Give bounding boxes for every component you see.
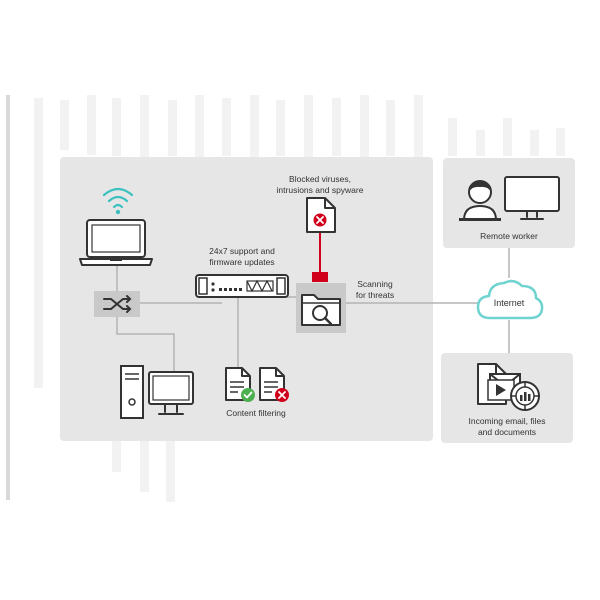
background-stripe <box>250 95 259 157</box>
background-stripe <box>503 118 512 156</box>
background-stripe <box>360 95 369 157</box>
background-stripe <box>414 95 423 157</box>
blocked-label-line-2: intrusions and spyware <box>276 185 364 195</box>
incoming-label-line-2: and documents <box>477 427 537 437</box>
background-stripe <box>222 98 231 156</box>
background-stripe <box>60 100 69 150</box>
background-stripe <box>476 130 485 156</box>
user-avatar-icon <box>459 180 501 221</box>
network-switch-icon <box>94 291 140 317</box>
background-stripe <box>166 440 175 502</box>
approved-document-icon <box>225 367 255 402</box>
support-label: 24x7 support and firmware updates <box>190 246 294 268</box>
background-stripe <box>448 118 457 156</box>
blocked-connector-block <box>312 272 328 282</box>
background-stripe <box>140 95 149 157</box>
background-stripe <box>168 100 177 156</box>
incoming-label: Incoming email, files and documents <box>446 416 568 438</box>
blocked-file-icon <box>306 197 336 233</box>
rejected-document-icon <box>259 367 289 402</box>
incoming-label-line-1: Incoming email, files <box>468 416 546 426</box>
monitor-icon <box>504 176 560 220</box>
internet-label: Internet <box>493 298 525 308</box>
desktop-computer-icon <box>120 365 194 419</box>
scanning-folder-icon <box>296 283 346 333</box>
blocked-label: Blocked viruses, intrusions and spyware <box>262 174 378 196</box>
blocked-label-line-1: Blocked viruses, <box>289 174 351 184</box>
background-stripe <box>195 95 204 157</box>
scanning-label-line-2: for threats <box>355 290 395 300</box>
firewall-appliance-icon <box>195 274 289 298</box>
background-stripe <box>87 95 96 155</box>
remote-worker-label: Remote worker <box>480 231 538 241</box>
scanning-label-line-1: Scanning <box>357 279 393 289</box>
support-label-line-1: 24x7 support and <box>209 246 275 256</box>
background-stripe <box>140 440 149 492</box>
line-switch-desktop <box>116 315 175 372</box>
background-stripe <box>556 128 565 156</box>
support-label-line-2: firmware updates <box>209 257 275 267</box>
background-stripe <box>112 440 121 472</box>
content-filtering-label: Content filtering <box>226 408 286 418</box>
cloud-icon <box>476 279 544 320</box>
background-stripe <box>276 100 285 156</box>
background-stripe <box>34 98 43 388</box>
background-stripe <box>6 95 10 500</box>
scanning-label: Scanning for threats <box>346 279 404 301</box>
laptop-icon <box>79 219 153 266</box>
incoming-files-icon <box>477 363 540 411</box>
background-stripe <box>112 98 121 156</box>
wifi-icon <box>102 187 134 215</box>
background-stripe <box>304 95 313 157</box>
background-stripe <box>332 98 341 156</box>
background-stripe <box>386 100 395 156</box>
background-stripe <box>530 130 539 156</box>
